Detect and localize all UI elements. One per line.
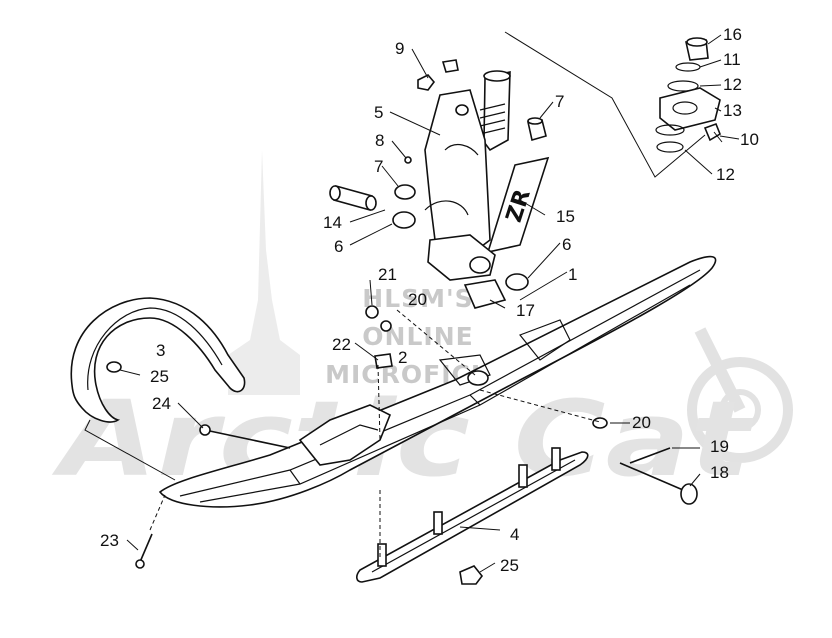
hardware [135,59,698,585]
callout-16: 16 [723,25,742,44]
callout-10: 10 [740,130,759,149]
callout-25-lower: 25 [500,556,519,575]
callout-12-lower: 12 [716,165,735,184]
callout-9: 9 [395,39,404,58]
callout-19: 19 [710,437,729,456]
callout-11: 11 [723,50,741,69]
callout-2: 2 [398,348,407,367]
callout-3: 3 [156,341,165,360]
callout-15: 15 [556,207,575,226]
top-clamp [655,37,723,153]
callout-22: 22 [332,335,351,354]
watermark-line-2: ONLINE [362,322,473,351]
callout-18: 18 [710,463,729,482]
callout-6-right: 6 [562,235,571,254]
wear-bar [356,447,589,583]
callout-13: 13 [723,101,742,120]
watermark-fork [694,327,746,413]
ski-body [158,255,717,508]
callout-24: 24 [152,394,171,413]
callout-14: 14 [323,213,342,232]
callout-7-mid: 7 [374,157,383,176]
callout-7-upper: 7 [555,92,564,111]
callouts: 16 11 12 13 10 12 9 5 7 8 7 14 15 6 6 1 … [100,25,759,575]
watermark-spire [228,150,300,395]
callout-17: 17 [516,301,535,320]
callout-20-lower: 20 [632,413,651,432]
callout-23: 23 [100,531,119,550]
callout-12-upper: 12 [723,75,742,94]
callout-5: 5 [374,103,383,122]
callout-25-upper: 25 [150,367,169,386]
callout-21: 21 [378,265,397,284]
ski-loop [70,297,246,423]
callout-8: 8 [375,131,384,150]
watermark-line-1: HLSM'S [362,284,473,313]
leader-lines [84,31,740,573]
callout-20-upper: 20 [408,290,427,309]
spindle-assembly: ZR [424,70,550,309]
watermark-wheel [687,357,793,463]
callout-6-left: 6 [334,237,343,256]
callout-4: 4 [510,525,519,544]
callout-1: 1 [568,265,577,284]
